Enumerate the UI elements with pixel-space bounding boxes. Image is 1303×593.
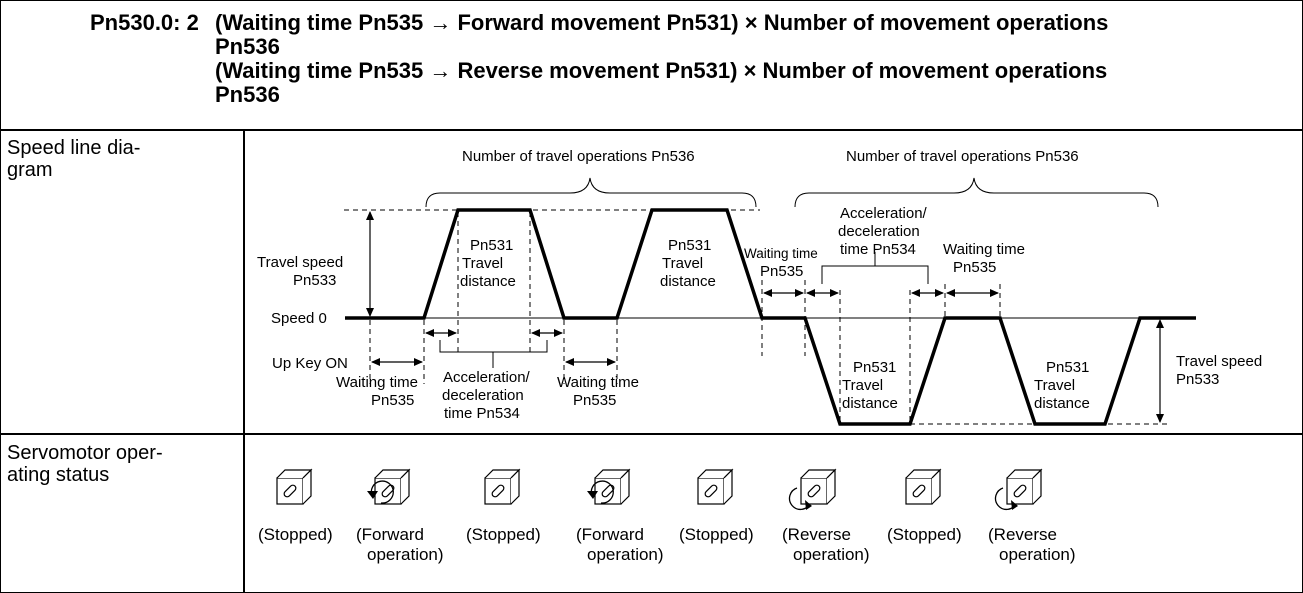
status-label-4: (Forward bbox=[576, 525, 644, 544]
servomotor-icon-6 bbox=[788, 468, 837, 511]
rotation-arrowhead-icon bbox=[805, 500, 812, 510]
acc-bracket-1 bbox=[439, 340, 548, 368]
acc-label-b3: time Pn534 bbox=[840, 241, 916, 258]
rotation-arrow-icon bbox=[370, 480, 394, 504]
servomotor-icon-3 bbox=[484, 468, 521, 505]
status-label-3: (Stopped) bbox=[466, 525, 541, 544]
row-divider bbox=[0, 433, 1303, 435]
brace-left bbox=[425, 177, 757, 208]
status-label-2-cont: operation) bbox=[367, 545, 444, 564]
wait-label-c1: Waiting time bbox=[744, 246, 818, 261]
rotation-arrow-icon bbox=[590, 480, 614, 504]
wait-label-c2: Pn535 bbox=[760, 263, 803, 280]
wait-label-d1: Waiting time bbox=[943, 241, 1025, 258]
status-label-2: (Forward bbox=[356, 525, 424, 544]
acc-label-a2: deceleration bbox=[442, 387, 524, 404]
header-line-1: (Waiting time Pn535 → Forward movement P… bbox=[215, 10, 1109, 35]
acc-label-b1: Acceleration/ bbox=[840, 205, 928, 222]
header-divider bbox=[0, 129, 1303, 131]
num-ops-left-label: Number of travel operations Pn536 bbox=[462, 148, 695, 165]
num-ops-right-label: Number of travel operations Pn536 bbox=[846, 148, 1079, 165]
pn531-label-2a: Pn531 bbox=[668, 237, 711, 254]
pn531-label-1a: Pn531 bbox=[470, 237, 513, 254]
travel-speed-right-label-2: Pn533 bbox=[1176, 371, 1219, 388]
wait-label-a2: Pn535 bbox=[371, 392, 414, 409]
pn531-label-1b: Travel bbox=[462, 255, 503, 272]
status-label-5: (Stopped) bbox=[679, 525, 754, 544]
servo-row-label-2: ating status bbox=[7, 464, 110, 486]
header-line-1-cont: Pn536 bbox=[215, 34, 280, 59]
pn531-label-3a: Pn531 bbox=[853, 359, 896, 376]
servomotor-icon-2 bbox=[367, 468, 411, 505]
servomotor-icon-7 bbox=[905, 468, 942, 505]
wait-label-a1: Waiting time bbox=[336, 374, 418, 391]
rotation-arrowhead-icon bbox=[367, 491, 378, 499]
pn531-label-4a: Pn531 bbox=[1046, 359, 1089, 376]
pn531-label-3c: distance bbox=[842, 395, 898, 412]
servo-row-label-1: Servomotor oper- bbox=[7, 442, 163, 464]
brace-right bbox=[794, 177, 1159, 208]
wait-label-b1: Waiting time bbox=[557, 374, 639, 391]
pn531-label-3b: Travel bbox=[842, 377, 883, 394]
speed-zero-label: Speed 0 bbox=[271, 310, 327, 327]
acc-label-b2: deceleration bbox=[838, 223, 920, 240]
speed-row-label-2: gram bbox=[7, 159, 53, 181]
rotation-arrowhead-icon bbox=[587, 491, 598, 499]
header-line-2-cont: Pn536 bbox=[215, 82, 280, 107]
travel-speed-label-2: Pn533 bbox=[293, 272, 336, 289]
header-param: Pn530.0: 2 bbox=[90, 10, 199, 35]
servomotor-icon-8 bbox=[994, 468, 1043, 511]
pn531-label-1c: distance bbox=[460, 273, 516, 290]
speed-profile-line bbox=[345, 208, 1196, 426]
acc-label-a1: Acceleration/ bbox=[443, 369, 531, 386]
travel-speed-right-label-1: Travel speed bbox=[1176, 353, 1262, 370]
acc-bracket-2 bbox=[821, 252, 929, 284]
pn531-label-4c: distance bbox=[1034, 395, 1090, 412]
status-label-7: (Stopped) bbox=[887, 525, 962, 544]
pn531-label-2b: Travel bbox=[662, 255, 703, 272]
pn531-label-2c: distance bbox=[660, 273, 716, 290]
wait-label-d2: Pn535 bbox=[953, 259, 996, 276]
pn531-label-4b: Travel bbox=[1034, 377, 1075, 394]
servomotor-icon-5 bbox=[697, 468, 734, 505]
status-label-6: (Reverse bbox=[782, 525, 851, 544]
servomotor-icon-4 bbox=[587, 468, 631, 505]
speed-row-label-1: Speed line dia- bbox=[7, 137, 141, 159]
rotation-arrowhead-icon bbox=[1011, 500, 1018, 510]
status-label-8: (Reverse bbox=[988, 525, 1057, 544]
status-label-6-cont: operation) bbox=[793, 545, 870, 564]
status-label-4-cont: operation) bbox=[587, 545, 664, 564]
status-label-1: (Stopped) bbox=[258, 525, 333, 544]
header-line-2: (Waiting time Pn535 → Reverse movement P… bbox=[215, 58, 1108, 83]
travel-speed-label-1: Travel speed bbox=[257, 254, 343, 271]
acc-label-a3: time Pn534 bbox=[444, 405, 520, 422]
wait-label-b2: Pn535 bbox=[573, 392, 616, 409]
column-divider bbox=[243, 129, 245, 593]
status-label-8-cont: operation) bbox=[999, 545, 1076, 564]
up-key-label: Up Key ON bbox=[272, 355, 348, 372]
servomotor-icon-1 bbox=[276, 468, 313, 505]
